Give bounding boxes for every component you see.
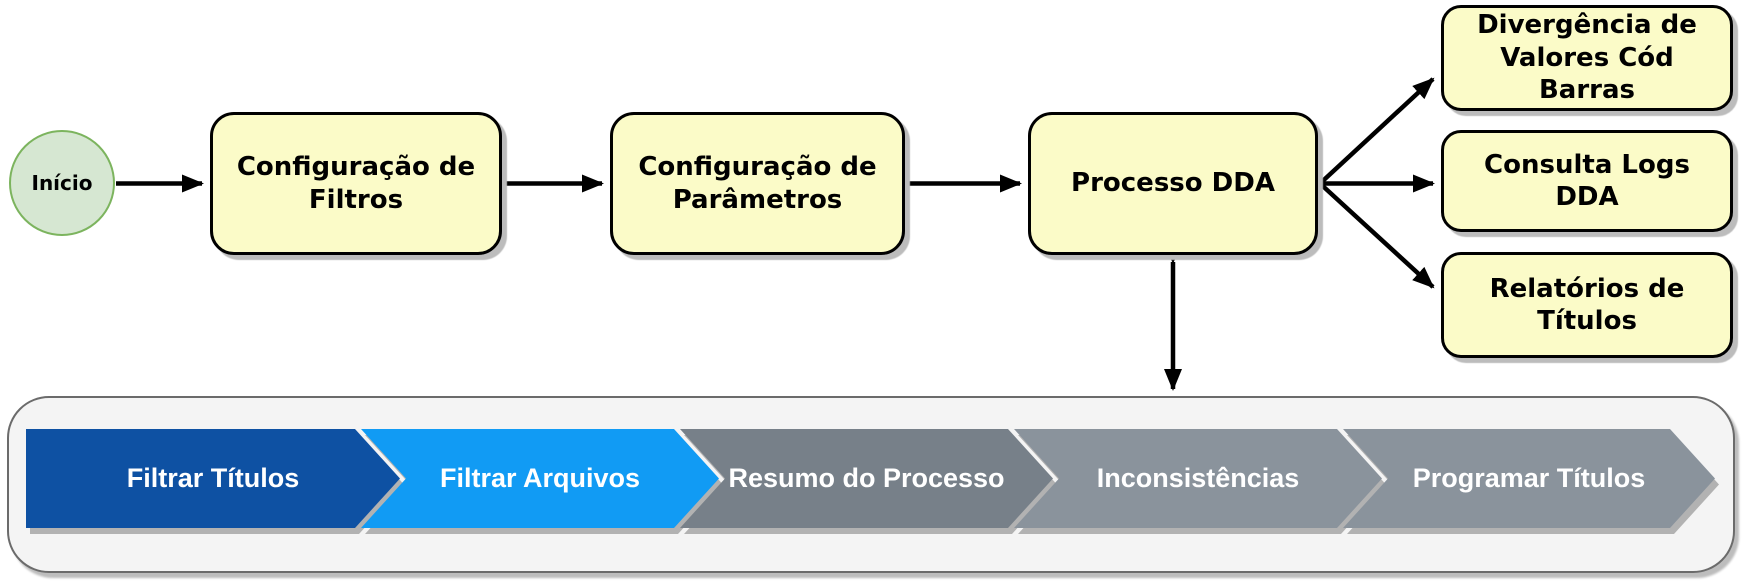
node-label: Relatórios de Títulos [1489,273,1685,337]
node-label: Processo DDA [1071,168,1275,199]
step-chevron[interactable]: Programar Títulos [1343,429,1715,528]
step-label: Resumo do Processo [728,463,1005,493]
node-label: Configuração de Filtros [236,152,476,215]
arrow-dda-to-divergencia [1318,77,1435,186]
step-label: Inconsistências [1096,463,1300,493]
start-node-label: Início [31,171,93,195]
node-label: Divergência de Valores Cód Barras [1477,10,1697,106]
step-resumo-do-processo[interactable]: Resumo do Processo [680,429,1053,528]
step-label: Filtrar Arquivos [439,463,641,493]
node-configuracao-de-parametros[interactable]: Configuração de Parâmetros [610,112,905,255]
node-consulta-logs-dda[interactable]: Consulta Logs DDA [1441,130,1733,232]
step-chevron[interactable]: Filtrar Arquivos [361,429,719,528]
step-programar-titulos[interactable]: Programar Títulos [1343,429,1715,528]
step-label: Filtrar Títulos [126,463,300,493]
node-relatorios-de-titulos[interactable]: Relatórios de Títulos [1441,252,1733,358]
step-filtrar-arquivos[interactable]: Filtrar Arquivos [361,429,719,528]
node-label: Consulta Logs DDA [1484,149,1690,213]
step-label: Programar Títulos [1412,463,1646,493]
step-chevron[interactable]: Filtrar Títulos [26,429,400,528]
step-chevron[interactable]: Inconsistências [1014,429,1382,528]
step-filtrar-titulos[interactable]: Filtrar Títulos [26,429,400,528]
node-processo-dda[interactable]: Processo DDA [1028,112,1318,255]
node-label: Configuração de Parâmetros [638,152,877,215]
node-configuracao-de-filtros[interactable]: Configuração de Filtros [210,112,502,255]
step-chevron[interactable]: Resumo do Processo [680,429,1053,528]
arrow-dda-to-relatorios [1318,181,1435,289]
step-inconsistencias[interactable]: Inconsistências [1014,429,1382,528]
node-divergencia-valores-cod-barras[interactable]: Divergência de Valores Cód Barras [1441,5,1733,111]
start-node: Início [9,130,115,236]
